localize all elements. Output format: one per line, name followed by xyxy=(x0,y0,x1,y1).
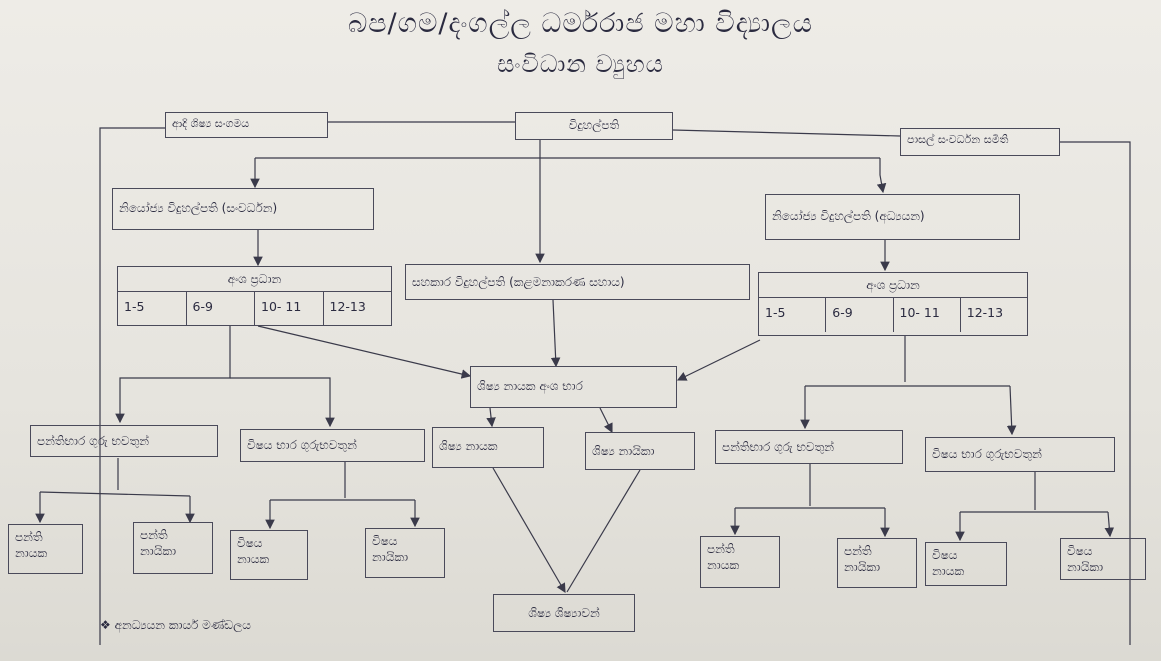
node-principal: විදුහල්පති xyxy=(515,112,673,140)
node-school-dev-committee: පාසල් සංවර්ධන සමිති xyxy=(900,128,1060,156)
line-to-head-prefect-f xyxy=(599,407,613,434)
line-rs-leader-f xyxy=(1104,511,1115,538)
grade-cell: 10- 11 xyxy=(255,292,324,326)
line-right-subject-teachers xyxy=(1006,385,1017,436)
node-deputy-principal-acad: නියෝජ්‍ය විදුහල්පති (අධ්‍යයන) xyxy=(765,194,1020,240)
node-class-leader-male-1: පන්ති නායක xyxy=(8,524,83,574)
node-old-students: ආදි ශිෂ්‍ය සංගමය xyxy=(165,112,328,138)
node-section-heads-left: අංශ ප්‍රධාන 1-5 6-9 10- 11 12-13 xyxy=(117,266,392,326)
footnote-non-academic-staff: ❖ අනධ්‍යයන කාර්ය මණ්ඩලය xyxy=(100,618,251,632)
node-section-heads-right: අංශ ප්‍රධාන 1-5 6-9 10- 11 12-13 xyxy=(758,272,1028,336)
label-line: නායිකා xyxy=(140,544,177,559)
node-subject-leader-female-2: විෂය නායිකා xyxy=(1060,538,1146,580)
grade-cell: 12-13 xyxy=(966,305,1004,320)
node-subject-leader-male-2: විෂය නායක xyxy=(925,542,1007,586)
line-head-f-students xyxy=(566,469,641,593)
line-sections-right-prefect xyxy=(676,339,761,381)
grade-cell: 6-9 xyxy=(826,298,894,332)
section-heads-left-title: අංශ ප්‍රධාන xyxy=(118,267,391,292)
label-line: නායිකා xyxy=(372,550,409,565)
label-line: පන්ති xyxy=(707,542,735,556)
node-class-teachers-left: පන්තිභාර ගුරු භවතුන් xyxy=(30,425,218,457)
node-class-leader-male-2: පන්ති නායක xyxy=(700,536,780,588)
node-subject-leader-female-1: විෂය නායිකා xyxy=(365,528,445,578)
node-class-teachers-right: පන්තිභාර ගුරු භවතුන් xyxy=(715,430,903,464)
line-to-head-prefect-m xyxy=(486,407,496,428)
line-assistant-prefect xyxy=(550,299,561,368)
node-subject-leader-male-1: විෂය නායක xyxy=(230,530,308,580)
node-class-leader-female-2: පන්ති නායිකා xyxy=(837,538,917,588)
grade-cell: 6-9 xyxy=(187,292,255,326)
line-principal-dev-committee xyxy=(672,129,901,137)
label-line: පන්ති xyxy=(140,528,168,542)
label-line: නායක xyxy=(932,564,965,579)
node-assistant-principal: සහකාර විදුහල්පති (කළමනාකරණ සහාය) xyxy=(405,264,750,300)
line-sections-left-prefect xyxy=(257,325,472,379)
label-line: විෂය xyxy=(932,548,958,562)
chart-title: සංවිධාන ව්‍යුහය xyxy=(497,50,664,78)
label-line: නායක xyxy=(237,552,270,567)
grade-cell: 1-5 xyxy=(118,292,187,326)
node-head-prefect-female: ශිෂ්‍ය නායිකා xyxy=(585,432,695,470)
label-line: පන්ති xyxy=(15,530,43,544)
section-heads-right-title: අංශ ප්‍රධාන xyxy=(759,273,1027,298)
label-line: නායක xyxy=(707,558,740,573)
line-lc-bar xyxy=(39,491,191,497)
grade-cell: 1-5 xyxy=(759,298,827,332)
node-students: ශිෂ්‍ය ශිෂ්‍යාවන් xyxy=(493,594,635,632)
grade-cell: 12-13 xyxy=(329,299,366,314)
line-head-m-students xyxy=(492,467,566,594)
school-title: බප/ගම/දංගල්ල ධර්මරාජ මහා විද්‍යාලය xyxy=(347,8,814,39)
label-line: විෂය xyxy=(372,534,398,548)
node-subject-teachers-left: විෂය භාර ගුරුභවතුන් xyxy=(240,429,425,462)
node-subject-teachers-right: විෂය භාර ගුරුභවතුන් xyxy=(925,437,1115,472)
line-left-subject-teachers xyxy=(230,377,335,428)
node-class-leader-female-1: පන්ති නායිකා xyxy=(133,522,213,574)
line-dev-committee-right xyxy=(1060,141,1131,645)
line-old-students-left xyxy=(99,127,165,645)
node-deputy-principal-dev: නියෝජ්‍ය විදුහල්පති (සංවර්ධන) xyxy=(112,188,374,230)
label-line: විෂය xyxy=(237,536,263,550)
grade-cell: 10- 11 xyxy=(894,298,961,332)
label-line: නායක xyxy=(15,546,48,561)
label-line: පන්ති xyxy=(844,544,872,558)
label-line: නායිකා xyxy=(1067,560,1104,575)
node-head-prefect-male: ශිෂ්‍ය නායක xyxy=(432,427,544,468)
node-prefect-section-charge: ශිෂ්‍ය නායක අංශ භාර xyxy=(470,366,677,408)
label-line: නායිකා xyxy=(844,560,881,575)
label-line: විෂය xyxy=(1067,544,1093,558)
line-to-deputy-acad xyxy=(876,158,887,194)
line-left-class-teachers xyxy=(115,326,231,424)
